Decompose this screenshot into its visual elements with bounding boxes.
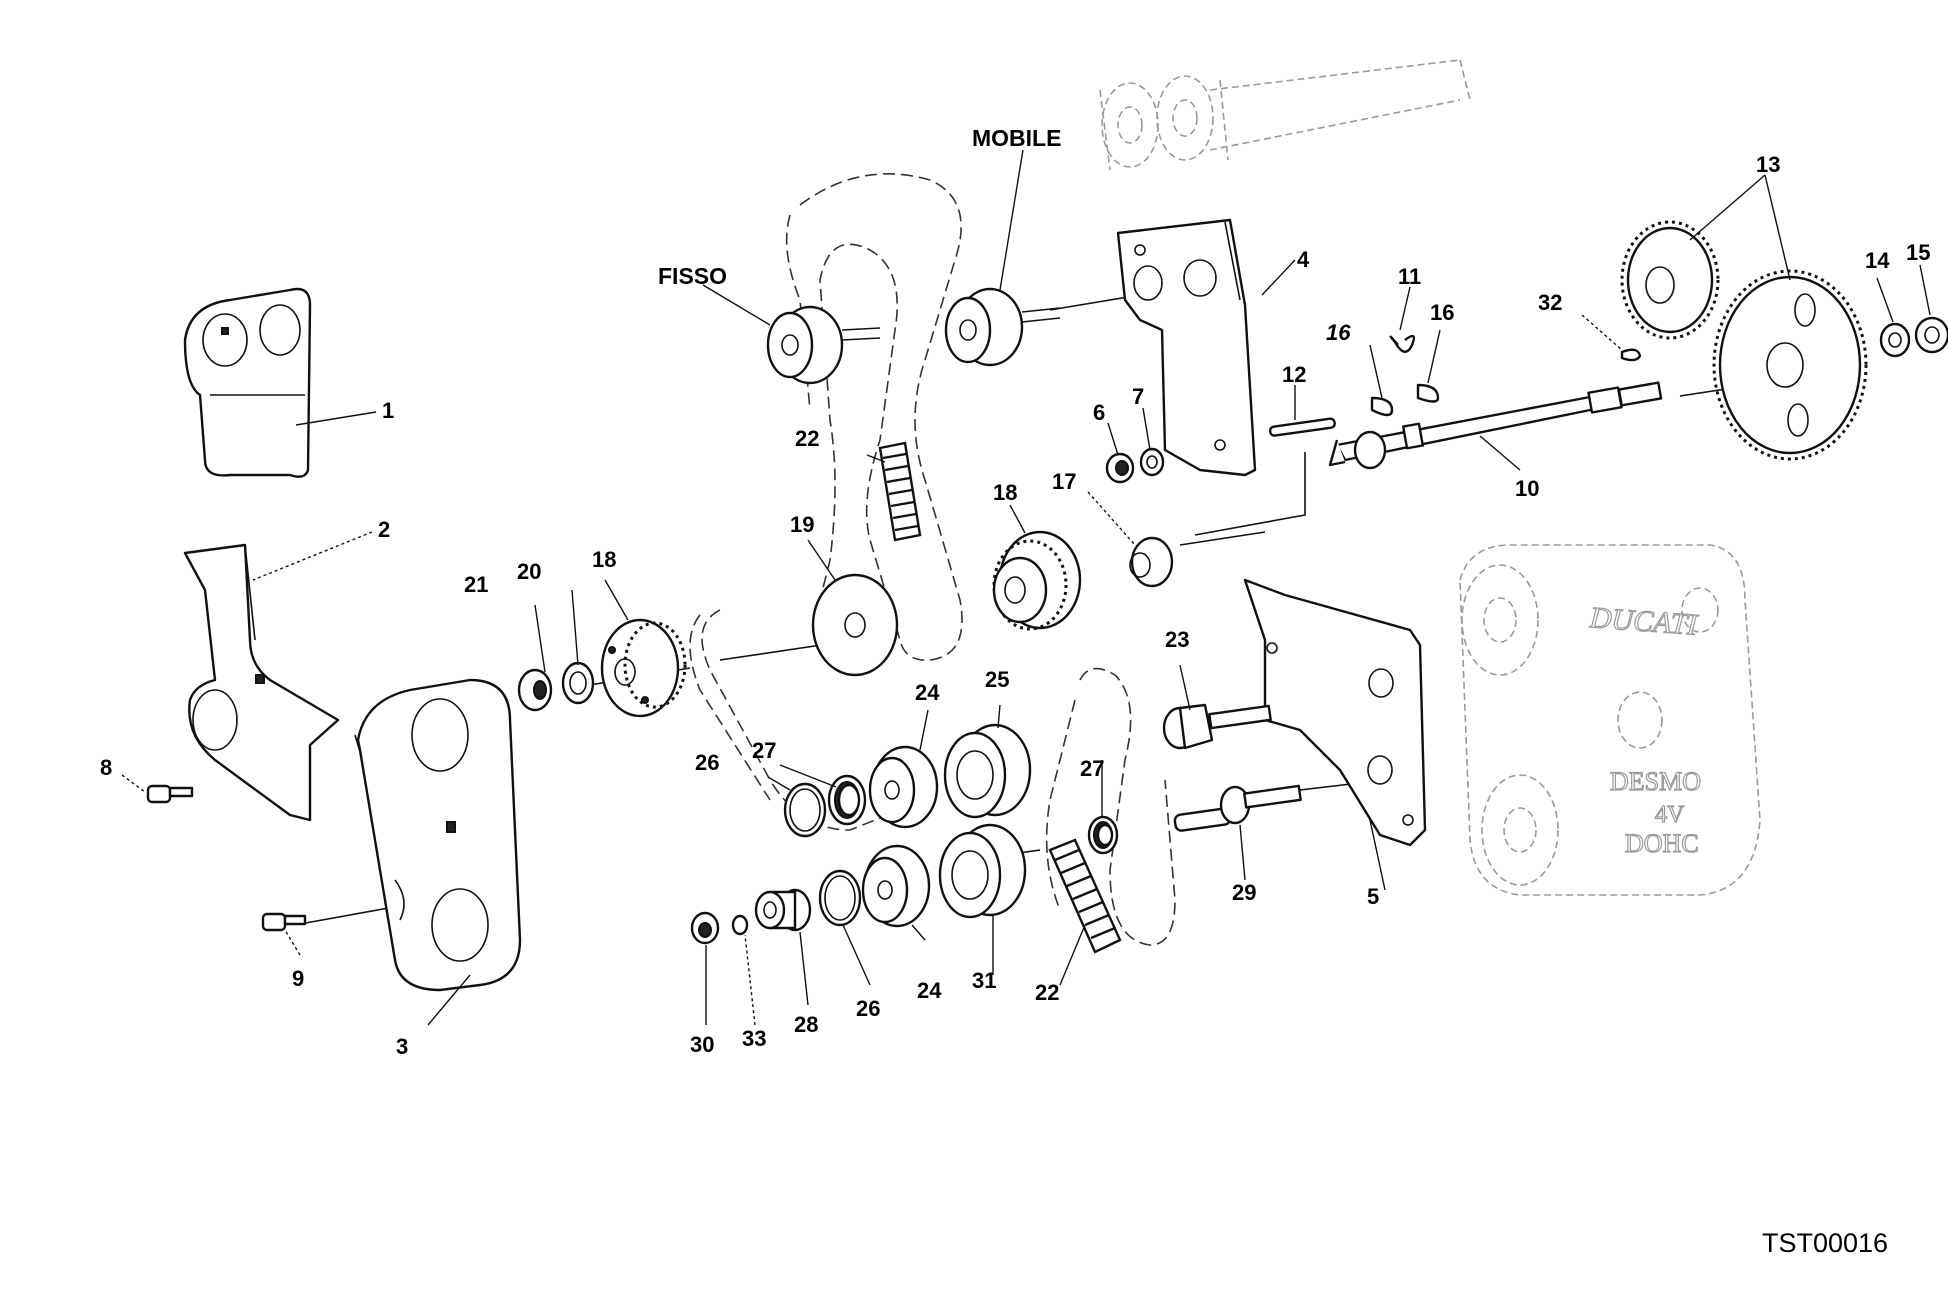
part-5-lower-plate [1243, 578, 1427, 847]
ghost-cylinder-head: DUCATI DESMO 4V DOHC [1459, 544, 1761, 896]
callout-8: 8 [100, 755, 112, 780]
figure-code: TST00016 [1762, 1228, 1888, 1258]
callout-numbers: 1 2 3 4 5 6 7 8 9 10 11 12 13 14 15 16 1… [100, 152, 1930, 1059]
callout-18-right: 18 [993, 480, 1017, 505]
callout-27-upper: 27 [752, 738, 776, 763]
callout-11: 11 [1398, 264, 1421, 289]
part-15-nut [1914, 316, 1948, 354]
callout-15: 15 [1906, 240, 1930, 265]
part-22-belt-lower [1048, 838, 1122, 954]
part-4-upper-plate [1116, 218, 1257, 477]
part-1-upper-cover [183, 287, 312, 478]
part-16-key-right [1416, 383, 1440, 403]
mobile-tensioner-roller [944, 287, 1061, 367]
leader-lines [121, 149, 1931, 1026]
part-28-bush [754, 888, 812, 932]
part-3-lower-cover [354, 678, 522, 992]
part-27-circlip-lower [1087, 815, 1119, 855]
callout-17: 17 [1052, 469, 1076, 494]
callout-2: 2 [378, 517, 390, 542]
part-26-circlip-lower [818, 869, 862, 927]
part-21-nut [517, 668, 553, 712]
ghost-brand-text: DUCATI [1588, 601, 1700, 642]
part-26-circlip-upper [783, 782, 827, 838]
callout-25: 25 [985, 667, 1009, 692]
callout-22-upper: 22 [795, 426, 819, 451]
callout-13: 13 [1756, 152, 1780, 177]
callout-9: 9 [292, 966, 304, 991]
part-17-spacer [1129, 536, 1174, 588]
callout-12: 12 [1282, 362, 1306, 387]
callout-23: 23 [1165, 627, 1189, 652]
callout-20: 20 [517, 559, 541, 584]
callout-33: 33 [742, 1026, 766, 1051]
label-fisso: FISSO [658, 263, 727, 289]
part-29-stud [1173, 784, 1302, 832]
part-2-middle-cover [183, 543, 340, 822]
callout-30: 30 [690, 1032, 714, 1057]
callout-10: 10 [1515, 476, 1539, 501]
callout-16-left: 16 [1326, 320, 1351, 345]
part-24-roller-lower [861, 844, 931, 928]
ghost-line1-text: DESMO [1610, 767, 1701, 796]
callout-4: 4 [1297, 247, 1310, 272]
callout-31: 31 [972, 968, 996, 993]
part-6-nut [1105, 452, 1135, 484]
part-33-washer [731, 914, 749, 936]
part-32-key [1620, 348, 1642, 362]
fixed-tensioner-roller [766, 305, 881, 385]
part-13-gear-large [1712, 269, 1868, 461]
part-8-screw [146, 784, 194, 804]
part-11-circlip [1389, 334, 1416, 353]
ghost-line3-text: DOHC [1625, 829, 1699, 858]
part-9-screw [261, 912, 307, 932]
ghost-camshaft-assembly [1099, 59, 1471, 171]
callout-16-right: 16 [1430, 300, 1454, 325]
callout-24-lower: 24 [917, 978, 942, 1003]
callout-7: 7 [1132, 384, 1144, 409]
callout-26-lower: 26 [856, 996, 880, 1021]
part-18-pulley-right [992, 530, 1082, 631]
callout-14: 14 [1865, 248, 1890, 273]
callout-18-left: 18 [592, 547, 616, 572]
part-24-roller-upper [868, 745, 939, 829]
callout-28: 28 [794, 1012, 818, 1037]
part-30-nut [690, 911, 720, 945]
label-mobile: MOBILE [972, 125, 1061, 151]
part-18-pulley-left [600, 618, 687, 718]
part-20-ring [561, 661, 595, 705]
callout-6: 6 [1093, 400, 1105, 425]
part-13-gear-small [1620, 220, 1720, 340]
callout-5: 5 [1367, 884, 1379, 909]
part-10-shaft [1328, 381, 1663, 470]
callout-1: 1 [382, 398, 394, 423]
callout-32: 32 [1538, 290, 1562, 315]
part-12-pin [1268, 417, 1336, 437]
part-23-stud [1162, 703, 1272, 750]
part-25-roller [943, 723, 1032, 819]
part-19-washer [811, 573, 899, 677]
part-14-washer [1879, 322, 1911, 358]
part-31-roller [938, 823, 1027, 919]
callout-24-upper: 24 [915, 680, 940, 705]
ghost-line2-text: 4V [1655, 802, 1685, 828]
part-7-washer [1139, 447, 1165, 477]
callout-19: 19 [790, 512, 814, 537]
part-27-circlip-upper [827, 774, 867, 826]
callout-3: 3 [396, 1034, 408, 1059]
callout-29: 29 [1232, 880, 1256, 905]
part-22-belt-upper [878, 441, 922, 542]
part-16-key-left [1370, 396, 1394, 417]
callout-26-upper: 26 [695, 750, 719, 775]
callout-22-lower: 22 [1035, 980, 1059, 1005]
callout-27-lower: 27 [1080, 756, 1104, 781]
callout-21: 21 [464, 572, 488, 597]
